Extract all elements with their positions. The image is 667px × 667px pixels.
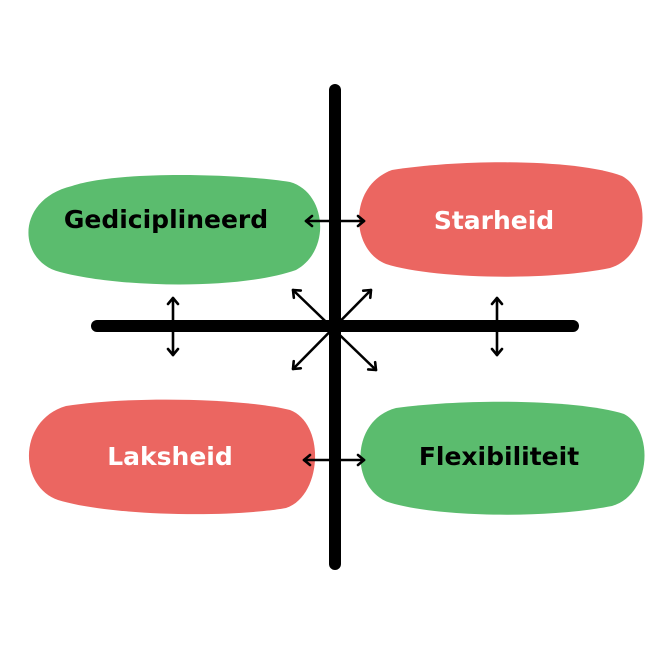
quadrant-bottom-left: Laksheid [28,399,316,515]
blob-top-left [28,175,321,285]
label-laksheid: Laksheid [107,442,233,471]
quadrant-top-left: Gediciplineerd [28,175,321,285]
label-gediciplineerd: Gediciplineerd [64,205,268,234]
double-arrow-diagonal-ne-sw [288,285,376,374]
double-arrow-diagonal-nw-se [288,285,381,375]
quadrant-top-right: Starheid [358,162,643,277]
double-arrow-top-horizontal [304,214,366,228]
blob-bottom-right [360,401,645,515]
double-arrow-bottom-horizontal [302,453,366,467]
double-arrow-left-vertical [166,296,180,357]
label-starheid: Starheid [434,206,554,235]
blob-bottom-left [28,399,316,515]
label-flexibiliteit: Flexibiliteit [419,442,579,471]
blob-top-right [358,162,643,277]
quadrant-bottom-right: Flexibiliteit [360,401,645,515]
double-arrow-right-vertical [490,296,504,357]
